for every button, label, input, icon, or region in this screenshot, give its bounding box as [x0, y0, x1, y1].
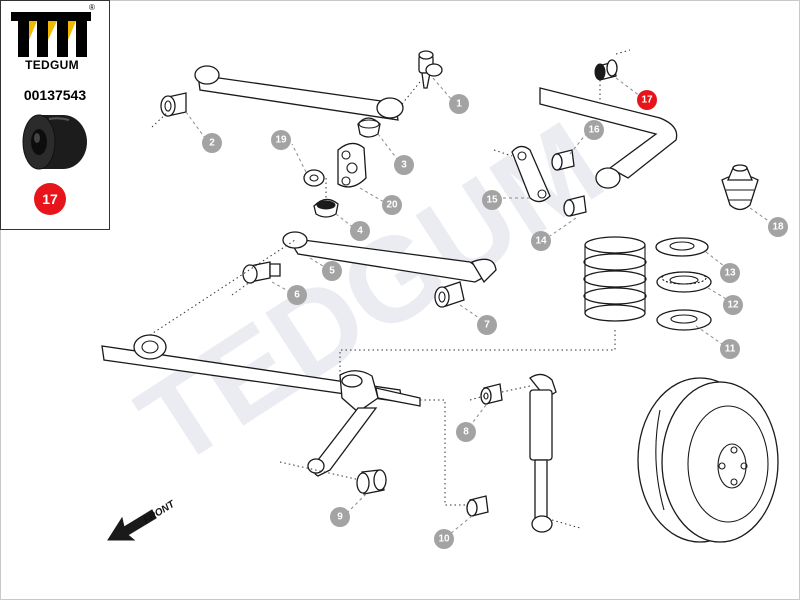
callout-2: 2	[202, 133, 222, 153]
svg-text:11: 11	[725, 344, 736, 355]
callout-3: 3	[394, 155, 414, 175]
bump-stop-18	[721, 164, 759, 211]
plate-20	[337, 142, 367, 188]
svg-text:10: 10	[438, 534, 450, 545]
svg-text:14: 14	[535, 236, 547, 247]
dust-boot-3	[357, 117, 381, 138]
svg-text:13: 13	[724, 268, 736, 279]
stabilizer-bushing-17	[594, 59, 618, 81]
callout-15: 15	[482, 190, 502, 210]
registered-mark: ®	[89, 3, 95, 12]
callout-10: 10	[434, 529, 454, 549]
callout-8: 8	[456, 422, 476, 442]
bearing-12	[656, 271, 712, 293]
product-info-panel: ® TEDGUM 00137543 17	[0, 0, 110, 230]
svg-text:8: 8	[463, 427, 469, 438]
svg-text:16: 16	[588, 125, 600, 136]
washer-19	[303, 169, 325, 187]
stabilizer-bar	[539, 87, 678, 189]
ball-joint-1	[418, 50, 443, 89]
callout-6: 6	[287, 285, 307, 305]
callout-1: 1	[449, 94, 469, 114]
svg-text:2: 2	[209, 138, 215, 149]
callout-19: 19	[271, 130, 291, 150]
upper-arm-bushing-2	[160, 92, 187, 117]
callout-20: 20	[382, 195, 402, 215]
callout-14: 14	[531, 231, 551, 251]
part-number: 00137543	[23, 87, 87, 103]
shock-absorber-icon	[529, 373, 581, 533]
svg-text:3: 3	[401, 160, 407, 171]
callout-12: 12	[723, 295, 743, 315]
svg-text:20: 20	[386, 200, 398, 211]
svg-text:6: 6	[294, 290, 300, 301]
wheel-icon	[637, 377, 779, 543]
svg-text:19: 19	[275, 135, 287, 146]
bushing-8	[480, 383, 503, 405]
highlighted-callout-badge: 17	[34, 183, 66, 215]
svg-text:12: 12	[727, 300, 739, 311]
callout-17-highlighted: 17	[637, 90, 657, 110]
coil-spring-icon	[583, 236, 647, 322]
leader-lines	[185, 77, 771, 535]
bushing-14	[563, 195, 587, 217]
brand-name: TEDGUM	[25, 58, 79, 72]
lower-arm	[282, 231, 497, 284]
svg-text:18: 18	[772, 222, 784, 233]
bushing-16	[551, 149, 575, 171]
spring-seat-13	[655, 237, 709, 257]
svg-text:9: 9	[337, 512, 343, 523]
bushing-7	[434, 281, 465, 308]
bushing-thumbnail	[22, 114, 87, 170]
callout-7: 7	[477, 315, 497, 335]
bushing-10	[466, 495, 489, 517]
knuckle	[307, 370, 421, 477]
callout-5: 5	[322, 261, 342, 281]
bushing-9	[356, 469, 387, 495]
callout-13: 13	[720, 263, 740, 283]
ball-joint-6	[242, 261, 281, 284]
upper-arm	[194, 65, 404, 121]
svg-text:5: 5	[329, 266, 335, 277]
rubber-mount-4	[313, 198, 339, 218]
svg-text:17: 17	[641, 95, 653, 106]
callout-9: 9	[330, 507, 350, 527]
svg-text:1: 1	[456, 99, 462, 110]
stabilizer-link-15	[511, 145, 551, 203]
callout-16: 16	[584, 120, 604, 140]
callout-11: 11	[720, 339, 740, 359]
svg-text:4: 4	[357, 226, 363, 237]
svg-text:15: 15	[486, 195, 498, 206]
tedgum-logo	[11, 12, 91, 57]
callout-4: 4	[350, 221, 370, 241]
callout-18: 18	[768, 217, 788, 237]
svg-text:7: 7	[484, 320, 490, 331]
front-arrow-icon: FRONT	[107, 498, 178, 541]
spring-seat-11	[656, 309, 712, 331]
